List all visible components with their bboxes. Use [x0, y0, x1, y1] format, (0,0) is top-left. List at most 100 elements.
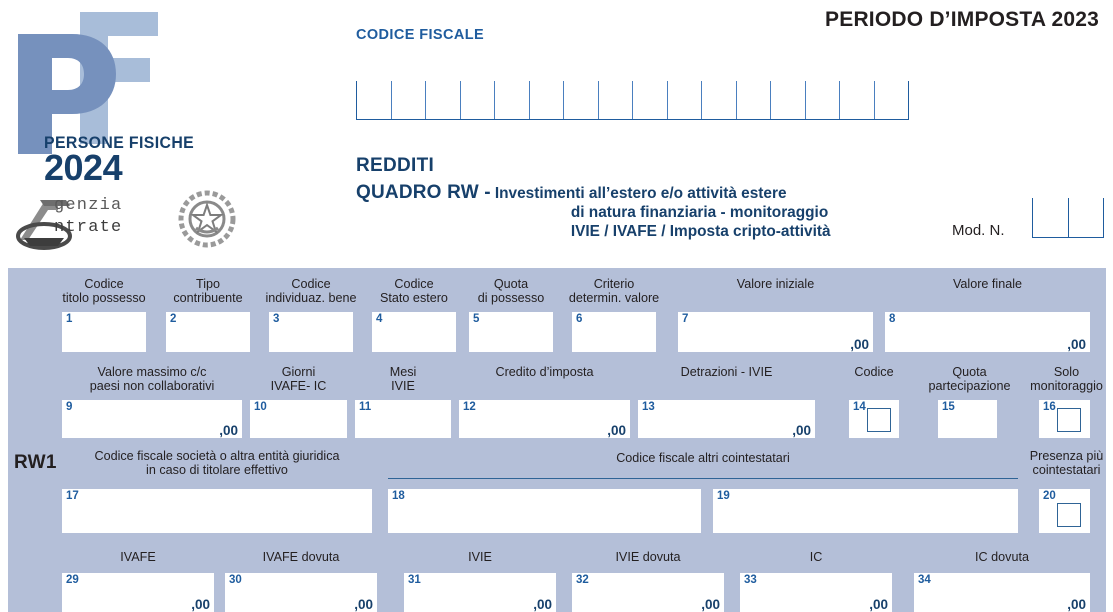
- field-label-11-line-1: Mesi: [389, 365, 417, 379]
- codice-fiscale-cell-13[interactable]: [770, 81, 805, 119]
- codice-fiscale-cell-16[interactable]: [873, 81, 909, 119]
- codice-fiscale-cell-5[interactable]: [494, 81, 529, 119]
- quadro-rw-heading: QUADRO RW -Investimenti all’estero e/o a…: [356, 182, 976, 241]
- field-box-1[interactable]: 1: [62, 312, 146, 352]
- mod-n-cell-1[interactable]: [1033, 198, 1068, 237]
- field-label-8: Valore finale: [868, 277, 1107, 292]
- field-number-12: 12: [463, 401, 476, 413]
- field-label-16-line-2: monitoraggio: [1030, 378, 1103, 393]
- field-number-34: 34: [918, 574, 931, 586]
- field-number-29: 29: [66, 574, 79, 586]
- field-box-13[interactable]: 13,00: [638, 400, 815, 438]
- field-box-11[interactable]: 11: [355, 400, 451, 438]
- field-label-15-line-1: Quota: [952, 365, 987, 379]
- codice-fiscale-cell-7[interactable]: [563, 81, 598, 119]
- field-label-3-line-2: individuaz. bene: [265, 290, 357, 305]
- mod-n-label: Mod. N.: [952, 222, 1005, 239]
- field-box-18[interactable]: 18: [388, 489, 701, 533]
- field-number-1: 1: [66, 313, 73, 325]
- field-box-2[interactable]: 2: [166, 312, 250, 352]
- field-label-17-line-2: in caso di titolare effettivo: [146, 462, 288, 477]
- codice-fiscale-cell-9[interactable]: [632, 81, 667, 119]
- field-box-9[interactable]: 9,00: [62, 400, 242, 438]
- field-label-15-line-2: partecipazione: [928, 378, 1011, 393]
- field-label-13-line-1: Detrazioni - IVIE: [680, 365, 773, 379]
- field-cents-12: ,00: [607, 423, 626, 438]
- field-box-14[interactable]: 14: [849, 400, 899, 438]
- field-box-30[interactable]: 30,00: [225, 573, 377, 612]
- field-label-12-line-1: Credito d’imposta: [495, 365, 594, 379]
- codice-fiscale-cell-2[interactable]: [390, 81, 426, 119]
- codice-fiscale-cell-1[interactable]: [356, 81, 391, 119]
- field-label-32: IVIE dovuta: [615, 550, 681, 564]
- field-label-1-line-1: Codice: [84, 277, 124, 291]
- field-number-33: 33: [744, 574, 757, 586]
- field-number-3: 3: [273, 313, 280, 325]
- cointestatari-divider: [388, 478, 1018, 479]
- field-checkbox-20[interactable]: [1057, 503, 1081, 527]
- agenzia-a-icon: [16, 200, 72, 250]
- field-box-8[interactable]: 8,00: [885, 312, 1090, 352]
- field-number-8: 8: [889, 313, 896, 325]
- field-label-31: IVIE: [468, 550, 492, 564]
- codice-fiscale-label: CODICE FISCALE: [356, 27, 485, 43]
- codice-fiscale-cell-11[interactable]: [701, 81, 736, 119]
- codice-fiscale-input-grid[interactable]: [356, 81, 909, 120]
- redditi-title: REDDITI: [356, 155, 435, 176]
- quadro-rw-description: Investimenti all’estero e/o attività est…: [491, 182, 831, 241]
- field-box-33[interactable]: 33,00: [740, 573, 892, 612]
- codice-fiscale-cell-3[interactable]: [425, 81, 460, 119]
- mod-n-input-grid[interactable]: [1032, 198, 1104, 238]
- field-box-5[interactable]: 5: [469, 312, 553, 352]
- field-label-9-line-1: Valore massimo c/c: [97, 365, 207, 379]
- field-label-17-line-1: Codice fiscale società o altra entità gi…: [94, 449, 340, 463]
- field-number-18: 18: [392, 490, 405, 502]
- codice-fiscale-cell-14[interactable]: [804, 81, 840, 119]
- field-label-14: Codice: [839, 365, 909, 380]
- field-box-32[interactable]: 32,00: [572, 573, 724, 612]
- field-label-20-line-2: cointestatari: [1032, 462, 1101, 477]
- field-box-17[interactable]: 17: [62, 489, 372, 533]
- field-box-31[interactable]: 31,00: [404, 573, 556, 612]
- field-box-20[interactable]: 20: [1039, 489, 1090, 533]
- field-cents-29: ,00: [191, 597, 210, 612]
- field-box-3[interactable]: 3: [269, 312, 353, 352]
- field-label-5-line-1: Quota: [493, 277, 529, 291]
- field-checkbox-16[interactable]: [1057, 408, 1081, 432]
- field-label-3-line-1: Codice: [291, 277, 331, 291]
- field-box-15[interactable]: 15: [938, 400, 997, 438]
- codice-fiscale-cell-8[interactable]: [597, 81, 633, 119]
- codice-fiscale-cell-15[interactable]: [839, 81, 874, 119]
- field-label-17: Codice fiscale società o altra entità gi…: [67, 449, 367, 477]
- codice-fiscale-cell-6[interactable]: [528, 81, 564, 119]
- field-number-19: 19: [717, 490, 730, 502]
- field-cents-30: ,00: [354, 597, 373, 612]
- codice-fiscale-cell-4[interactable]: [459, 81, 495, 119]
- field-box-7[interactable]: 7,00: [678, 312, 873, 352]
- row-tag-rw1: RW1: [14, 452, 57, 473]
- codice-fiscale-cell-12[interactable]: [735, 81, 771, 119]
- field-box-10[interactable]: 10: [250, 400, 347, 438]
- field-box-12[interactable]: 12,00: [459, 400, 630, 438]
- field-checkbox-14[interactable]: [867, 408, 891, 432]
- field-box-6[interactable]: 6: [572, 312, 656, 352]
- field-box-4[interactable]: 4: [372, 312, 456, 352]
- field-label-10-line-2: IVAFE- IC: [270, 378, 327, 393]
- field-box-29[interactable]: 29,00: [62, 573, 214, 612]
- field-box-19[interactable]: 19: [713, 489, 1018, 533]
- mod-n-cell-2[interactable]: [1067, 198, 1104, 237]
- field-number-2: 2: [170, 313, 177, 325]
- codice-fiscale-cell-10[interactable]: [666, 81, 702, 119]
- field-box-34[interactable]: 34,00: [914, 573, 1090, 612]
- field-number-15: 15: [942, 401, 955, 413]
- field-box-16[interactable]: 16: [1039, 400, 1090, 438]
- field-label-9-line-2: paesi non collaborativi: [89, 378, 215, 393]
